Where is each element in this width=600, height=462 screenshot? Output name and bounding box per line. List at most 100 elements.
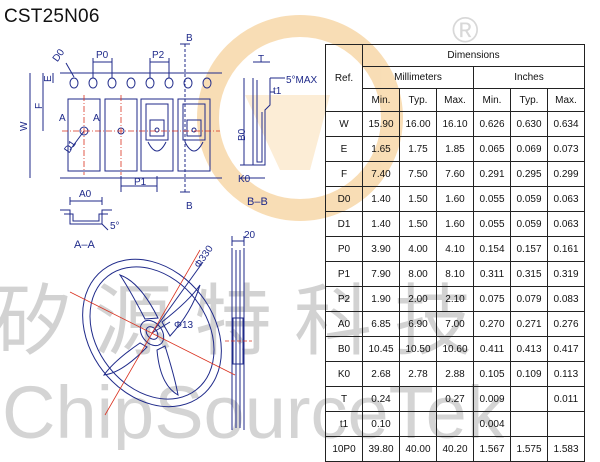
millimeters-header: Millimeters [362, 66, 474, 89]
value-cell: 10.60 [436, 336, 474, 362]
value-cell: 4.00 [399, 236, 437, 262]
value-cell: 2.10 [436, 286, 474, 312]
inches-header: Inches [473, 66, 585, 89]
label-section-aa: A–A [74, 239, 95, 251]
value-cell: 3.90 [362, 236, 400, 262]
value-cell: 0.073 [547, 136, 585, 162]
label-w: W [19, 121, 30, 131]
value-cell: 1.85 [436, 136, 474, 162]
value-cell: 1.60 [436, 211, 474, 237]
ref-cell: K0 [325, 361, 363, 387]
value-cell: 0.291 [473, 161, 511, 187]
value-cell: 0.105 [473, 361, 511, 387]
subheader-mm-typ: Typ. [399, 88, 437, 112]
value-cell: 0.154 [473, 236, 511, 262]
value-cell: 1.40 [362, 186, 400, 212]
value-cell: 7.90 [362, 261, 400, 287]
value-cell: 16.10 [436, 111, 474, 137]
value-cell: 0.27 [436, 386, 474, 412]
label-a-left: A [59, 113, 66, 124]
label-d0: D0 [51, 47, 68, 64]
label-a0: A0 [79, 189, 92, 200]
value-cell: 1.583 [547, 436, 585, 462]
value-cell: 0.276 [547, 311, 585, 337]
value-cell: 0.059 [510, 211, 548, 237]
value-cell: 0.069 [510, 136, 548, 162]
value-cell [399, 386, 437, 412]
value-cell: 0.315 [510, 261, 548, 287]
ref-cell: E [325, 136, 363, 162]
value-cell [436, 411, 474, 437]
component-outline [145, 103, 206, 152]
value-cell: 1.567 [473, 436, 511, 462]
subheader-in-max: Max. [547, 88, 585, 112]
value-cell [399, 411, 437, 437]
ref-cell: P0 [325, 236, 363, 262]
value-cell: 40.00 [399, 436, 437, 462]
value-cell: 2.00 [399, 286, 437, 312]
value-cell: 0.055 [473, 186, 511, 212]
reel-center-lines [69, 249, 252, 416]
tape-reel-drawings: D0 P0 P2 B E F W A A D1 P1 B T 5°MAX t1 … [19, 33, 318, 430]
label-phi-13: Φ13 [174, 320, 194, 331]
label-b-bottom: B [186, 201, 193, 212]
table-header-row: Ref. Dimensions [325, 44, 585, 112]
value-cell: 0.413 [510, 336, 548, 362]
ref-cell: D1 [325, 211, 363, 237]
tape-top-view [29, 43, 222, 193]
value-cell: 0.157 [510, 236, 548, 262]
ref-cell: T [325, 386, 363, 412]
value-cell: 2.78 [399, 361, 437, 387]
value-cell: 8.00 [399, 261, 437, 287]
value-cell [510, 386, 548, 412]
label-f: F [34, 103, 45, 109]
value-cell: 0.10 [362, 411, 400, 437]
label-t1: t1 [273, 86, 282, 97]
value-cell: 0.417 [547, 336, 585, 362]
label-reel-width: 20 [244, 230, 256, 241]
label-5-max: 5°MAX [286, 75, 318, 86]
ref-cell: P2 [325, 286, 363, 312]
ref-cell: D0 [325, 186, 363, 212]
value-cell: 0.063 [547, 186, 585, 212]
value-cell: 7.50 [399, 161, 437, 187]
value-cell: 6.90 [399, 311, 437, 337]
ref-header: Ref. [325, 44, 363, 112]
value-cell: 1.50 [399, 211, 437, 237]
value-cell: 0.411 [473, 336, 511, 362]
value-cell: 0.063 [547, 211, 585, 237]
subheader-mm-min: Min. [362, 88, 400, 112]
value-cell: 40.20 [436, 436, 474, 462]
value-cell: 0.075 [473, 286, 511, 312]
value-cell: 2.88 [436, 361, 474, 387]
dimensions-header: Dimensions [362, 44, 585, 67]
value-cell: 0.319 [547, 261, 585, 287]
ref-cell: W [325, 111, 363, 137]
value-cell: 8.10 [436, 261, 474, 287]
section-aa-view [60, 197, 112, 231]
page-title: CST25N06 [4, 6, 100, 27]
value-cell: 0.009 [473, 386, 511, 412]
value-cell: 0.055 [473, 211, 511, 237]
center-lines [62, 95, 220, 175]
value-cell: 7.40 [362, 161, 400, 187]
value-cell: 1.75 [399, 136, 437, 162]
ref-cell: B0 [325, 336, 363, 362]
value-cell: 0.271 [510, 311, 548, 337]
label-p0: P0 [96, 50, 109, 61]
value-cell: 0.626 [473, 111, 511, 137]
value-cell: 10.45 [362, 336, 400, 362]
value-cell: 0.634 [547, 111, 585, 137]
section-bb-view [240, 61, 285, 179]
value-cell: 0.311 [473, 261, 511, 287]
value-cell: 7.60 [436, 161, 474, 187]
